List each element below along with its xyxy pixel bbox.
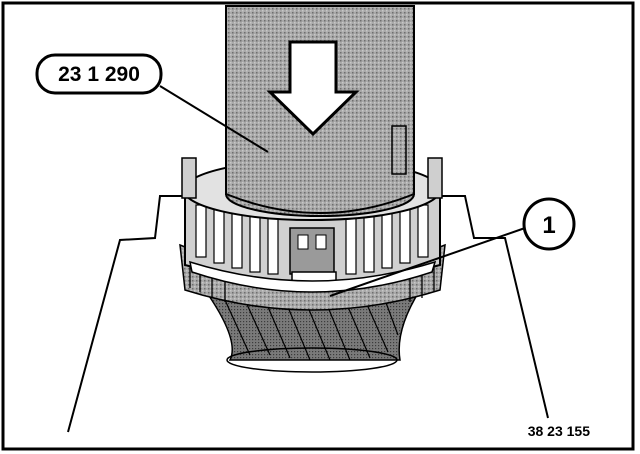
part-callout: 1 — [329, 197, 576, 297]
helical-gear — [203, 289, 422, 373]
tool-callout: 23 1 290 — [35, 53, 269, 153]
housing-outline-right — [440, 195, 549, 419]
inner-key-detail — [289, 227, 337, 287]
tool-callout-label: 23 1 290 — [58, 63, 140, 86]
retaining-ring — [189, 260, 437, 293]
part-callout-label: 1 — [542, 212, 555, 239]
reference-number: 38 23 155 — [528, 423, 590, 439]
housing-outline-left — [67, 195, 190, 433]
down-arrow-icon — [266, 40, 360, 137]
